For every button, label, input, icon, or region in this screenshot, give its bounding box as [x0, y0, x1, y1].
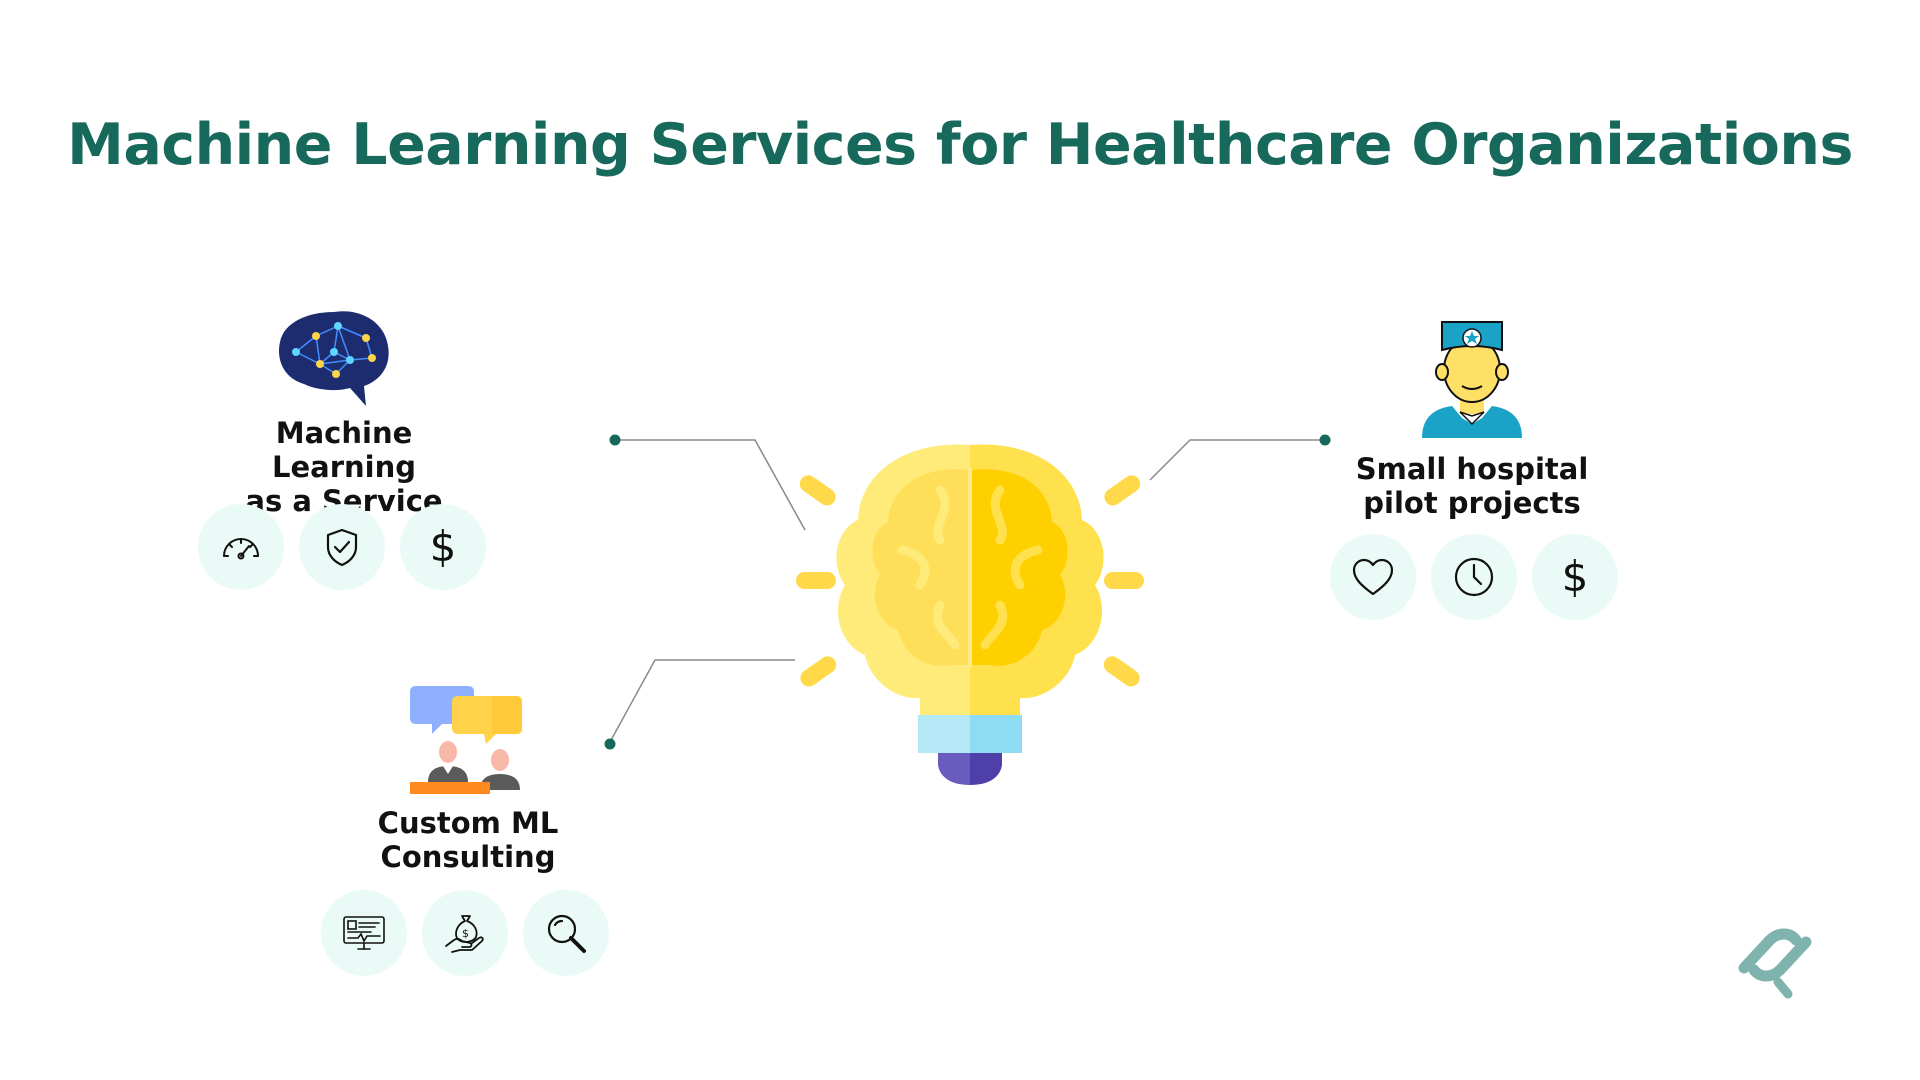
money-bag-hand-icon: $: [445, 915, 484, 953]
connector-dot-mlaas: [609, 434, 621, 446]
clock-icon: [1454, 557, 1494, 597]
connector-dot-consulting: [604, 738, 616, 750]
page-title: Machine Learning Services for Healthcare…: [67, 112, 1853, 178]
dollar-icon: $: [429, 522, 457, 571]
connector-consulting: [609, 659, 795, 743]
medical-monitor-circle: [321, 890, 407, 976]
magnifier-icon: [547, 914, 586, 953]
heart-circle: [1330, 534, 1416, 620]
hospital-title: Small hospital pilot projects: [1355, 452, 1589, 520]
magnifier-circle: [523, 890, 609, 976]
shield-check-icon: [326, 528, 358, 567]
heart-icon: [1352, 558, 1394, 596]
nurse-icon: [1422, 321, 1522, 438]
speedometer-icon: [223, 538, 259, 560]
dollar-circle-hospital: $: [1532, 534, 1618, 620]
dollar-icon: $: [1561, 552, 1589, 601]
shield-check-circle: [299, 504, 385, 590]
money-bag-hand-circle: $: [422, 890, 508, 976]
dollar-circle-mlaas: $: [400, 504, 486, 590]
lightbulb-brain-icon: [796, 444, 1144, 785]
connector-hospital: [1149, 439, 1325, 481]
clock-circle: [1431, 534, 1517, 620]
neural-brain-icon: [279, 311, 389, 406]
speedometer-circle: [198, 504, 284, 590]
connector-dot-hospital: [1319, 434, 1331, 446]
svg-text:$: $: [462, 927, 469, 940]
consulting-title: Custom ML Consulting: [377, 806, 559, 874]
consultation-chat-icon: [410, 686, 522, 794]
connector-mlaas: [615, 439, 806, 531]
mlaas-title: Machine Learning as a Service: [245, 416, 443, 518]
company-logo-icon: [1738, 928, 1812, 999]
medical-monitor-icon: [343, 916, 385, 950]
